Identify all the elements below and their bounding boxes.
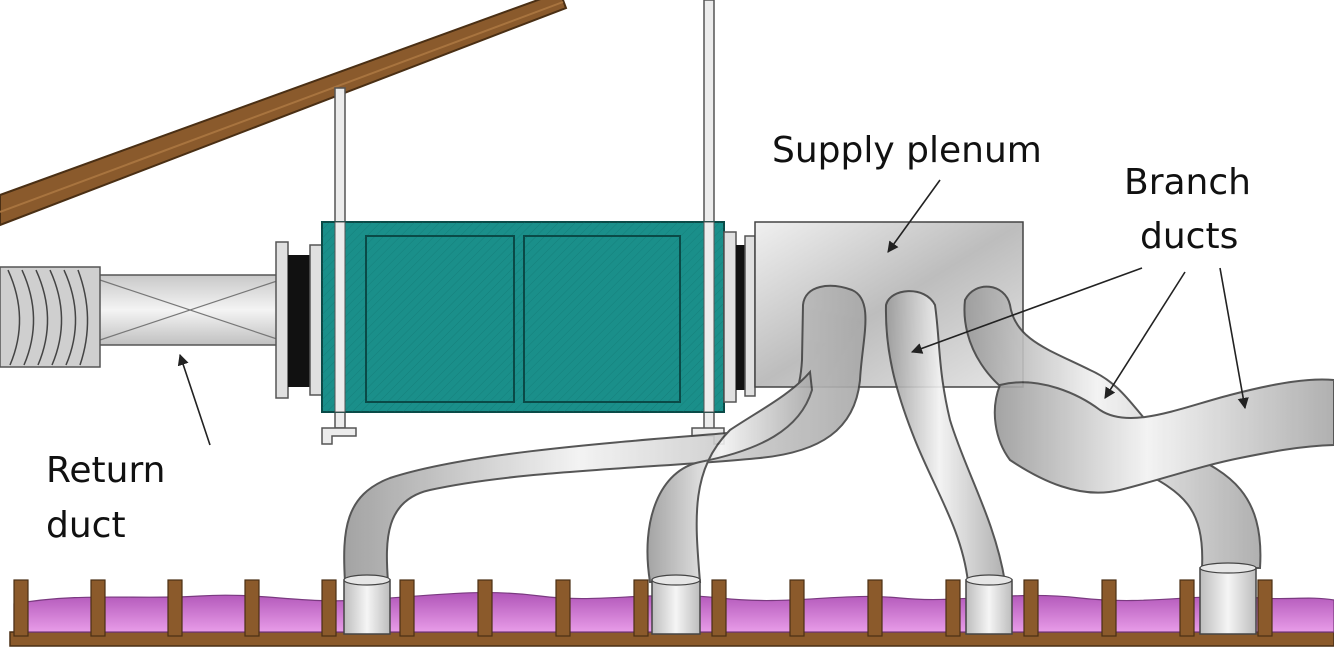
branch-ducts: [343, 284, 1334, 583]
leader-arrows: [177, 179, 1249, 446]
label-supply-plenum: Supply plenum: [772, 130, 1042, 171]
arrow-branch-2: [1104, 271, 1186, 399]
branch-duct-2: [884, 290, 1007, 583]
roof-rafter: [0, 0, 568, 227]
arrow-branch-1: [910, 267, 1143, 354]
branch-duct-4: [993, 378, 1334, 494]
label-return-line1: Return: [46, 450, 165, 491]
supply-flange: [723, 231, 756, 403]
arrow-branch-3: [1219, 267, 1249, 410]
return-duct: [0, 266, 286, 368]
air-handler-unit: [321, 221, 725, 413]
label-branch-line2: ducts: [1140, 216, 1238, 257]
branch-duct-5: [646, 369, 814, 583]
label-return-line2: duct: [46, 505, 126, 546]
arrow-supply-plenum: [887, 179, 941, 253]
label-branch-line1: Branch: [1124, 162, 1251, 203]
register-boots: [343, 562, 1257, 635]
arrow-return-duct: [177, 353, 211, 446]
return-flange: [275, 241, 323, 399]
